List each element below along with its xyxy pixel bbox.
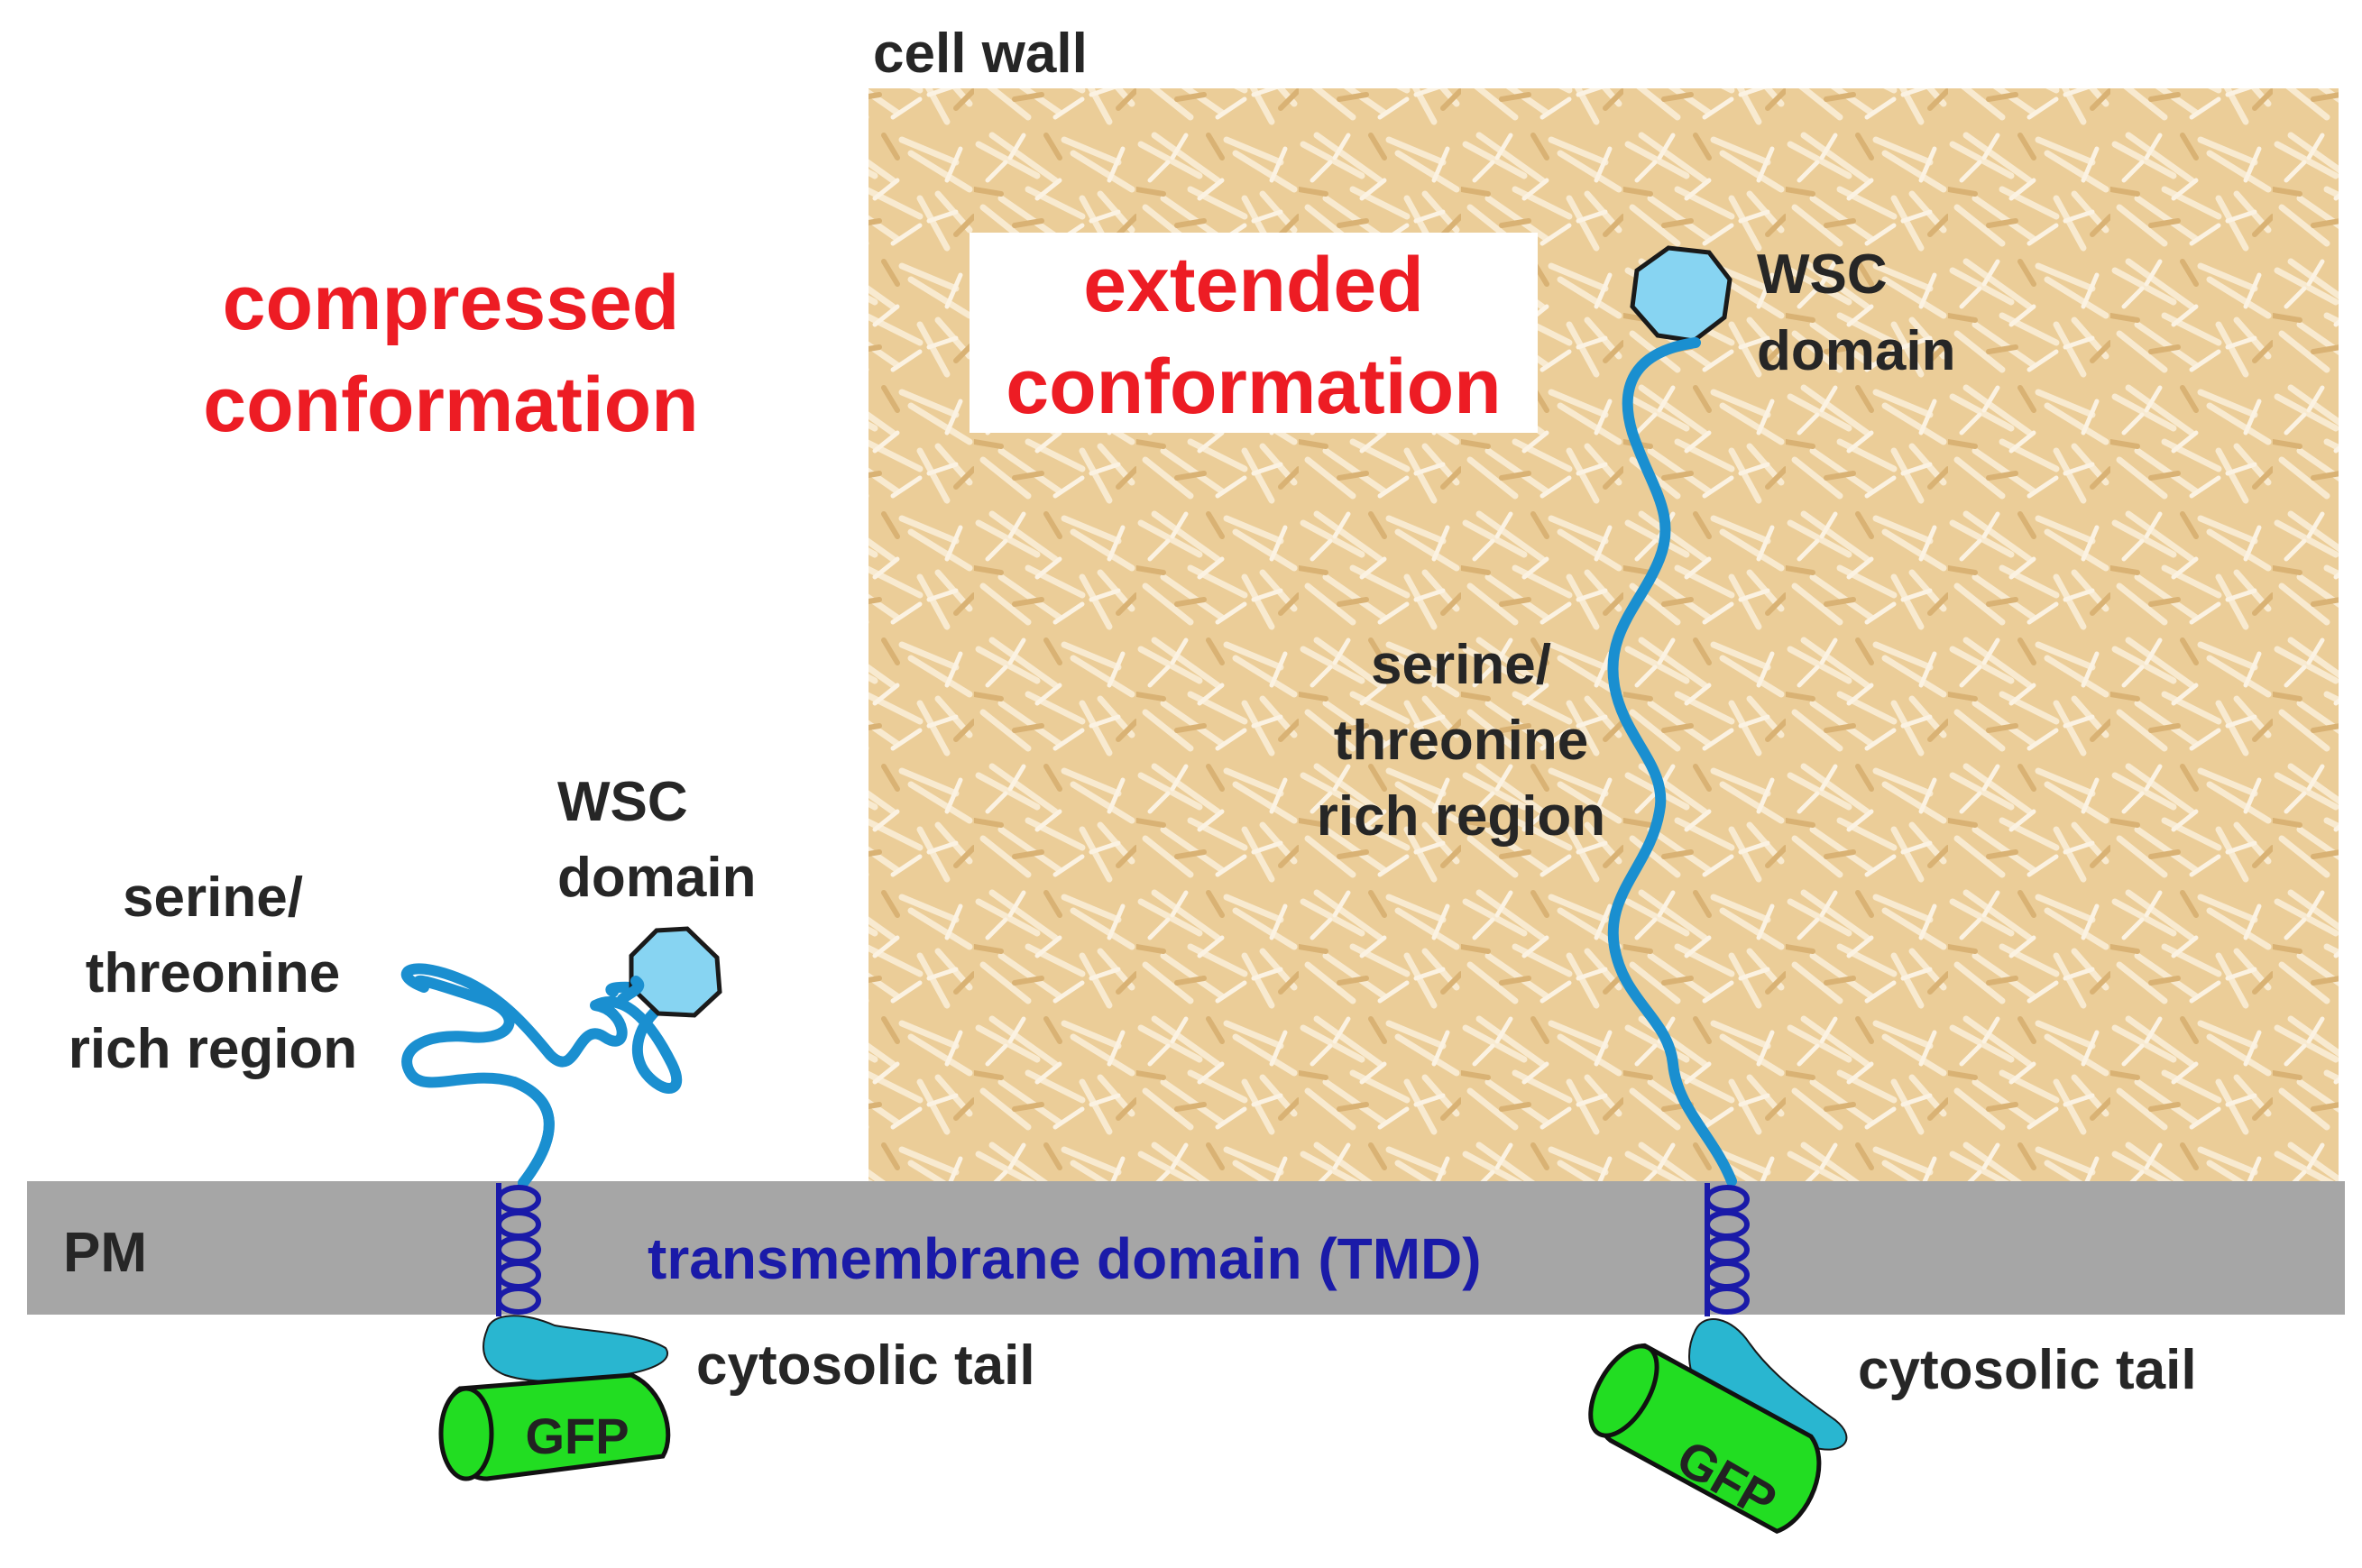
compressed-wsc-domain-icon xyxy=(629,926,722,1018)
extended-domain-line2: domain xyxy=(1757,320,1955,382)
compressed-title-line2: conformation xyxy=(203,362,698,448)
compressed-title-line1: compressed xyxy=(223,260,680,346)
extended-domain-line1: WSC xyxy=(1757,243,1888,306)
compressed-tmd-helix xyxy=(496,1183,541,1316)
compressed-region-line3: rich region xyxy=(69,1018,357,1080)
extended-region-line3: rich region xyxy=(1317,785,1605,848)
compressed-domain-line1: WSC xyxy=(557,771,688,833)
compressed-region-line1: serine/ xyxy=(123,867,303,929)
compressed-cytosolic-tail-shape xyxy=(483,1315,668,1383)
extended-gfp-barrel xyxy=(1588,1343,1822,1535)
compressed-ser-thr-strand xyxy=(400,963,683,1188)
compressed-gfp-barrel xyxy=(438,1372,671,1481)
cell-wall-label: cell wall xyxy=(873,23,1088,85)
compressed-gfp-label: GFP xyxy=(525,1408,629,1464)
extended-region-line1: serine/ xyxy=(1371,634,1551,696)
extended-tmd-helix xyxy=(1705,1183,1750,1316)
pm-label: PM xyxy=(63,1222,147,1284)
extended-region-line2: threonine xyxy=(1334,710,1588,772)
extended-title-backdrop xyxy=(970,233,1538,433)
compressed-tail-label: cytosolic tail xyxy=(696,1334,1035,1397)
compressed-region-line2: threonine xyxy=(86,942,340,1004)
extended-ser-thr-strand xyxy=(1607,337,1737,1187)
extended-title-line1: extended xyxy=(1083,242,1424,328)
compressed-domain-line2: domain xyxy=(557,847,756,909)
extended-tail-label: cytosolic tail xyxy=(1858,1339,2197,1401)
plasma-membrane xyxy=(27,1181,2345,1315)
extended-title-line2: conformation xyxy=(1006,344,1501,430)
tmd-label: transmembrane domain (TMD) xyxy=(648,1226,1482,1291)
